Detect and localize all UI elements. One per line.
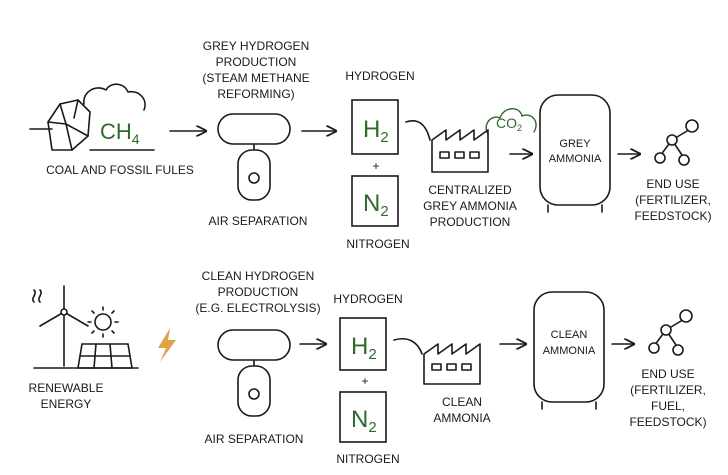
clean-n2-box <box>339 391 387 443</box>
solar-panel-icon <box>33 343 139 369</box>
grey-production-line-2: PRODUCTION <box>216 55 297 69</box>
clean-tank-line-2: AMMONIA <box>543 345 596 357</box>
clean-production-line-2: PRODUCTION <box>218 285 299 299</box>
h2-to-plant-line <box>405 120 431 141</box>
clean-ammonia-tank-icon <box>533 291 605 403</box>
clean-factory-icon <box>423 343 481 385</box>
clean-row: RENEWABLE ENERGY CLEAN HYDROGEN PRODUCTI… <box>29 269 707 466</box>
grey-factory-icon <box>431 129 489 173</box>
co2-cloud-icon <box>485 108 537 135</box>
grey-plant-line-3: PRODUCTION <box>430 215 511 229</box>
grey-production-line-4: REFORMING) <box>217 87 294 101</box>
grey-ammonia-tank-icon <box>539 94 611 206</box>
clean-hydrogen-label: HYDROGEN <box>333 292 402 306</box>
clean-plant-line-1: CLEAN <box>442 395 482 409</box>
grey-air-separation-label: AIR SEPARATION <box>209 214 308 228</box>
grey-production-line-3: (STEAM METHANE <box>202 71 309 85</box>
grey-end-use-line-1: END USE <box>646 177 699 191</box>
clean-plant-line-2: AMMONIA <box>433 411 490 425</box>
clean-source-line-2: ENERGY <box>41 397 92 411</box>
grey-end-use-line-2: (FERTILIZER, <box>635 193 711 207</box>
clean-end-use-line-3: FUEL, <box>651 399 685 413</box>
clean-end-use-line-4: FEEDSTOCK) <box>629 415 706 429</box>
air-separation-icon <box>237 149 271 201</box>
clean-plus-sign: + <box>361 374 368 388</box>
grey-end-use-line-3: FEEDSTOCK) <box>634 209 711 223</box>
lightning-bolt-icon <box>158 328 176 362</box>
clean-end-use-line-1: END USE <box>641 367 694 381</box>
grey-plant-line-2: GREY AMMONIA <box>423 199 517 213</box>
grey-source-label: COAL AND FOSSIL FULES <box>46 163 194 177</box>
grey-h2-box <box>351 99 399 155</box>
grey-molecule-icon <box>654 119 699 166</box>
clean-molecule-icon <box>648 309 693 356</box>
clean-n2-formula: N2 <box>351 406 377 436</box>
grey-nitrogen-label: NITROGEN <box>346 237 409 251</box>
clean-nitrogen-label: NITROGEN <box>336 452 399 466</box>
clean-h2-box <box>339 317 387 371</box>
clean-end-use-line-2: (FERTILIZER, <box>630 383 706 397</box>
clean-air-separation-icon <box>237 365 271 417</box>
sun-icon <box>87 306 119 338</box>
clean-air-separation-label: AIR SEPARATION <box>205 432 304 446</box>
grey-hydrogen-label: HYDROGEN <box>345 69 414 83</box>
grey-production-line-1: GREY HYDROGEN <box>203 39 309 53</box>
clean-production-line-3: (E.G. ELECTROLYSIS) <box>195 301 320 315</box>
grey-n2-formula: N2 <box>363 190 389 220</box>
clean-h2-formula: H2 <box>351 333 377 363</box>
grey-row: CH4 COAL AND FOSSIL FULES GREY HYDROGEN … <box>29 39 712 251</box>
clean-tank-line-1: CLEAN <box>551 329 588 341</box>
wind-turbine-icon <box>39 285 89 367</box>
grey-tank-line-2: AMMONIA <box>549 153 602 165</box>
clean-source-line-1: RENEWABLE <box>29 381 104 395</box>
clean-production-line-1: CLEAN HYDROGEN <box>202 269 315 283</box>
coal-cloud-icon <box>29 83 155 151</box>
methane-formula: CH4 <box>100 119 140 147</box>
electrolyzer-vessel-icon <box>217 329 291 361</box>
grey-plant-line-1: CENTRALIZED <box>428 183 512 197</box>
reformer-vessel-icon <box>217 113 291 145</box>
grey-h2-formula: H2 <box>363 116 389 146</box>
grey-n2-box <box>351 175 399 227</box>
grey-plus-sign: + <box>372 159 379 173</box>
grey-tank-line-1: GREY <box>559 138 591 150</box>
heat-waves-icon <box>32 289 42 303</box>
co2-formula: CO2 <box>496 115 522 133</box>
clean-h2-to-plant-line <box>393 338 423 355</box>
